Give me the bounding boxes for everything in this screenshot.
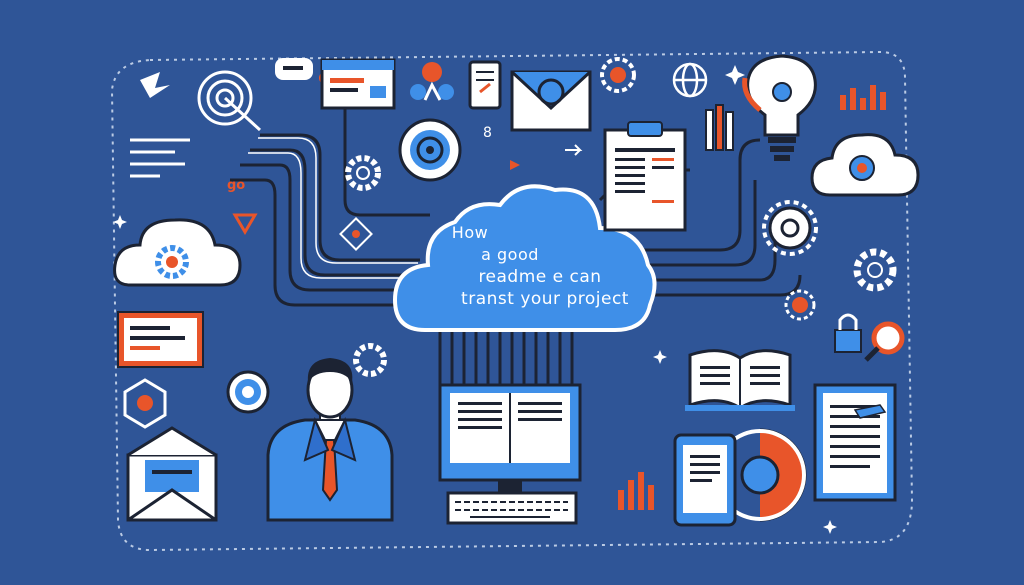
envelope-icon <box>510 70 592 132</box>
lock-icon <box>834 313 862 353</box>
document-icon <box>813 383 897 502</box>
cloud-gear-icon <box>113 218 242 287</box>
gear-icon <box>853 248 897 292</box>
envelope-icon <box>126 426 218 522</box>
headline-line-2: a good <box>481 245 539 264</box>
lightbulb-icon <box>742 54 817 161</box>
central-cloud <box>392 184 657 332</box>
arrow-icon <box>510 144 583 170</box>
gear-icon <box>353 343 387 377</box>
target-icon <box>226 370 270 414</box>
tablet-icon <box>468 60 502 110</box>
open-book-icon <box>685 349 795 411</box>
globe-icon <box>672 62 708 98</box>
dollar-badge-icon <box>784 289 816 321</box>
bar-chart-icon <box>840 85 886 110</box>
triangle-icon <box>232 213 258 235</box>
sparkle-icon <box>113 65 837 534</box>
keyboard-icon <box>446 491 578 525</box>
browser-window-icon <box>320 58 396 110</box>
bus-lines <box>438 330 574 385</box>
headline-line-3: readme e can <box>478 267 602 287</box>
bar-chart-icon <box>618 472 654 510</box>
gear-icon <box>345 155 381 191</box>
bird-icon <box>140 72 170 98</box>
circuit-lines-left <box>230 105 430 307</box>
clipboard-document-icon <box>603 121 687 232</box>
headline-line-4: transt your project <box>461 289 629 309</box>
circuit-lines-left-white <box>248 137 418 279</box>
dial-icon <box>398 118 462 182</box>
eight-label: 8 <box>483 125 492 141</box>
phone-icon <box>673 433 737 527</box>
headline: How a good readme e can transt your proj… <box>405 222 655 310</box>
code-card-icon <box>117 311 204 368</box>
diamond-icon <box>339 217 373 251</box>
cloud-gear-icon <box>810 133 920 197</box>
monitor-icon <box>438 383 582 492</box>
headline-line-1: How <box>451 223 489 242</box>
target-icon <box>197 70 262 132</box>
gear-icon <box>762 200 818 256</box>
magnifier-icon <box>864 321 905 362</box>
go-label: go <box>227 178 246 193</box>
pen-icon <box>705 104 734 151</box>
people-network-icon <box>410 62 454 101</box>
hexagon-icon <box>123 378 167 429</box>
person-icon <box>266 358 394 522</box>
text-lines-icon <box>130 138 190 178</box>
gear-icon <box>600 57 636 93</box>
